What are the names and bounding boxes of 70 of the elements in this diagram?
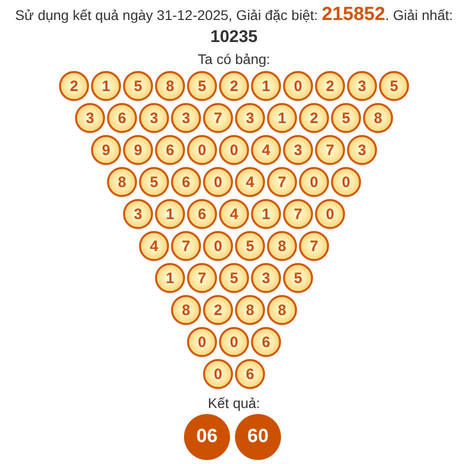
number-ball: 1: [155, 199, 185, 229]
number-ball: 2: [203, 295, 233, 325]
number-ball: 5: [331, 103, 361, 133]
number-ball: 6: [107, 103, 137, 133]
number-ball: 0: [299, 167, 329, 197]
number-ball: 1: [91, 71, 121, 101]
number-ball: 7: [283, 199, 313, 229]
number-ball: 0: [315, 199, 345, 229]
number-ball: 0: [219, 135, 249, 165]
number-ball: 6: [155, 135, 185, 165]
number-ball: 7: [203, 103, 233, 133]
number-ball: 6: [251, 327, 281, 357]
header-text: Sử dụng kết quả ngày 31-12-2025, Giải đặc biệt: 215852. Giải nhất: 10235: [14, 4, 454, 48]
number-ball: 7: [315, 135, 345, 165]
result-ball: 60: [235, 414, 281, 460]
number-ball: 8: [363, 103, 393, 133]
number-ball: 9: [91, 135, 121, 165]
number-ball: 6: [235, 359, 265, 389]
number-ball: 8: [267, 231, 297, 261]
number-ball: 7: [299, 231, 329, 261]
number-ball: 0: [219, 327, 249, 357]
number-ball: 1: [155, 263, 185, 293]
number-ball: 3: [171, 103, 201, 133]
number-ball: 3: [75, 103, 105, 133]
number-ball: 0: [203, 359, 233, 389]
number-ball: 8: [235, 295, 265, 325]
number-ball: 5: [379, 71, 409, 101]
number-ball: 3: [283, 135, 313, 165]
number-ball: 3: [251, 263, 281, 293]
number-ball: 0: [283, 71, 313, 101]
section-label: Ta có bảng:: [198, 51, 270, 68]
number-ball: 1: [251, 199, 281, 229]
number-ball: 8: [267, 295, 297, 325]
number-ball: 4: [219, 199, 249, 229]
number-ball: 0: [203, 231, 233, 261]
number-ball: 3: [123, 199, 153, 229]
number-ball: 7: [267, 167, 297, 197]
number-ball: 6: [171, 167, 201, 197]
result-ball: 06: [184, 414, 230, 460]
number-ball: 0: [187, 135, 217, 165]
number-ball: 7: [171, 231, 201, 261]
number-ball: 3: [235, 103, 265, 133]
number-ball: 1: [251, 71, 281, 101]
number-ball: 2: [59, 71, 89, 101]
number-ball: 2: [315, 71, 345, 101]
number-ball: 5: [139, 167, 169, 197]
number-ball: 0: [331, 167, 361, 197]
number-ball: 4: [251, 135, 281, 165]
number-ball: 8: [171, 295, 201, 325]
number-ball: 9: [123, 135, 153, 165]
number-ball: 5: [283, 263, 313, 293]
number-ball: 0: [203, 167, 233, 197]
number-ball: 8: [155, 71, 185, 101]
number-ball: 4: [235, 167, 265, 197]
number-ball: 1: [267, 103, 297, 133]
number-ball: 5: [123, 71, 153, 101]
number-ball: 3: [347, 71, 377, 101]
number-ball: 7: [187, 263, 217, 293]
number-ball: 2: [219, 71, 249, 101]
section-label: Kết quả:: [208, 395, 260, 412]
number-ball: 8: [107, 167, 137, 197]
number-ball: 6: [187, 199, 217, 229]
number-ball: 3: [139, 103, 169, 133]
number-ball: 5: [219, 263, 249, 293]
number-ball: 3: [347, 135, 377, 165]
number-ball: 0: [187, 327, 217, 357]
number-ball: 4: [139, 231, 169, 261]
number-ball: 5: [187, 71, 217, 101]
number-ball: 5: [235, 231, 265, 261]
number-ball: 2: [299, 103, 329, 133]
